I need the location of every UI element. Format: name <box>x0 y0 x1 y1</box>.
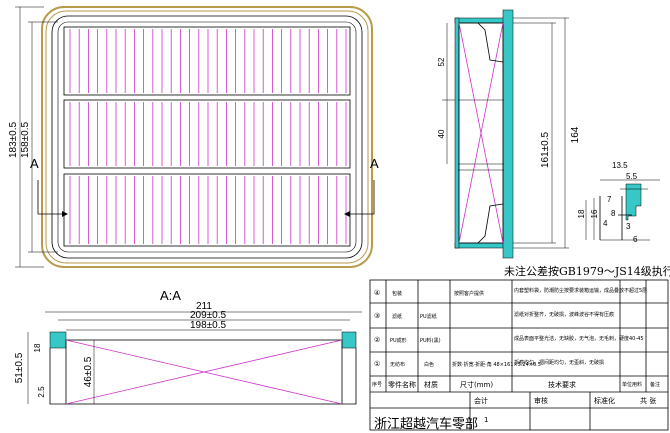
row-4-req: 内套塑料袋，防潮防尘按要求装箱运输，成品叠放不超过5层 <box>514 287 647 294</box>
row-2-name: PU成形 <box>390 337 407 344</box>
side-flange <box>502 9 514 259</box>
row-2-req: 成品表面平整光洁，无缺胶，无气泡，无毛刺，硬度40-45 <box>514 335 644 342</box>
row-3-req: 滤纸对折整齐，无破损，波峰波谷不得有压痕 <box>514 311 614 318</box>
row-2-material: PU料(黑) <box>420 337 441 344</box>
row-1-name: 无纺布 <box>390 361 405 368</box>
spec-table: ④ 包装 按照客户提供 内套塑料袋，防潮防尘按要求装箱运输，成品叠放不超过5层 … <box>369 279 669 431</box>
footer-label-b: 审核 <box>534 396 548 405</box>
footer-company: 浙江超越汽车零部 <box>374 416 478 431</box>
footer-label-d: 共 张 <box>640 396 656 405</box>
top-view-panel-3 <box>63 173 351 247</box>
footer-label-c: 标准化 <box>594 396 615 405</box>
row-4-num: ④ <box>374 289 380 297</box>
header-req: 技术要求 <box>548 380 576 389</box>
section-dim-211: 211 <box>196 301 212 312</box>
top-view: 183±0.5 158±0.5 A A <box>8 6 379 268</box>
row-3-material: PU滤纸 <box>420 313 437 320</box>
section-dim-2-5: 2.5 <box>37 386 46 398</box>
detail-dim-5-5: 5.5 <box>626 172 638 181</box>
dim-inner-height: 158±0.5 <box>20 122 31 159</box>
row-1-num: ① <box>374 360 380 368</box>
tolerance-note: 未注公差按GB1979～JS14级执行 <box>504 264 670 278</box>
side-dim-52: 52 <box>437 57 446 66</box>
top-view-inner-frame <box>57 21 357 253</box>
side-dim-161: 161±0.5 <box>540 132 551 169</box>
section-dim-51: 51±0.5 <box>14 352 25 383</box>
detail-dim-8: 8 <box>611 209 616 218</box>
header-material: 材质 <box>424 380 438 389</box>
side-dim-40: 40 <box>437 129 446 138</box>
top-view-panel-1 <box>63 26 351 96</box>
profile-cross-section <box>625 183 642 221</box>
detail-dim-7: 7 <box>607 195 612 204</box>
header-num: 序号 <box>372 381 382 388</box>
side-dim-164: 164 <box>570 126 581 143</box>
footer-label-a: 会计 <box>474 396 488 405</box>
row-3-num: ③ <box>374 312 380 320</box>
detail-dim-3: 3 <box>626 222 631 231</box>
header-size: 尺寸(mm) <box>460 380 493 389</box>
detail-dim-16: 16 <box>590 209 599 218</box>
row-2-num: ② <box>374 336 380 344</box>
section-dim-18: 18 <box>33 343 42 352</box>
header-name: 零件名称 <box>388 380 416 389</box>
detail-dim-6: 6 <box>633 235 638 244</box>
side-view: 52 40 161±0.5 164 <box>437 9 581 259</box>
detail-dim-4: 4 <box>603 219 608 228</box>
dim-overall-height: 183±0.5 <box>8 122 19 159</box>
section-view: A:A 211 209±0.5 198±0.5 51±0.5 46±0.5 18… <box>14 288 362 405</box>
row-4-name: 包装 <box>392 290 402 297</box>
row-1-req: 折痕均匀，褶间距均匀，无歪斜，无破损 <box>514 359 604 366</box>
header-unit: 单位用料 <box>622 381 642 388</box>
section-dim-46: 46±0.5 <box>83 356 94 387</box>
footer-value: 1 <box>484 416 488 424</box>
row-3-name: 滤纸 <box>392 313 402 320</box>
row-4-size: 按照客户提供 <box>454 290 484 297</box>
row-1-size: 折数·折宽·折距·角 48×161×5.24×6.5 <box>452 361 541 368</box>
side-frame-bottom <box>454 242 508 249</box>
side-frame-top <box>454 17 508 24</box>
row-1-material: 白色 <box>424 361 434 368</box>
header-remark: 备注 <box>650 381 660 388</box>
section-left-frame <box>49 331 67 349</box>
detail-dim-13-5: 13.5 <box>612 161 628 170</box>
top-view-frame-2 <box>45 10 369 264</box>
profile-detail: 13.5 5.5 18 16 7 8 4 3 6 <box>577 161 660 244</box>
top-view-panel-2 <box>63 99 351 169</box>
section-dim-198: 198±0.5 <box>190 320 227 331</box>
detail-dim-18: 18 <box>577 209 586 218</box>
top-view-frame-3 <box>51 15 363 259</box>
section-right-frame <box>341 331 357 349</box>
section-mark-left: A <box>30 156 39 171</box>
top-view-outer-frame <box>41 6 373 268</box>
section-mark-right: A <box>370 156 379 171</box>
section-title: A:A <box>160 288 181 303</box>
section-dim-209: 209±0.5 <box>190 310 227 321</box>
side-frame-left-edge <box>454 17 460 249</box>
